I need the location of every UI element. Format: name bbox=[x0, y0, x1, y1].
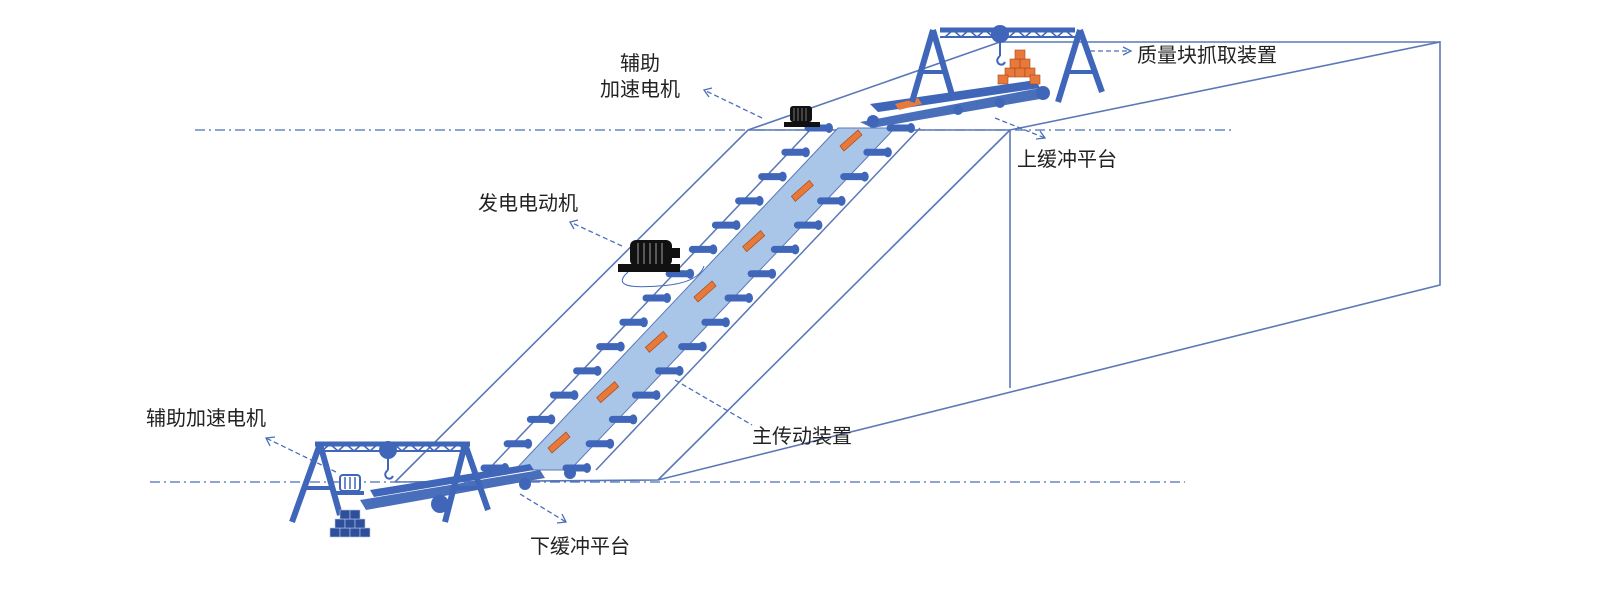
upper-buffer-platform-label: 上缓冲平台 bbox=[1017, 147, 1117, 171]
motor-icon bbox=[784, 106, 820, 127]
motor-icon bbox=[336, 474, 364, 495]
motor-cable bbox=[621, 265, 705, 288]
aux-motor-top-label-line1: 辅助 bbox=[620, 51, 660, 75]
lower-buffer-platform-label: 下缓冲平台 bbox=[530, 534, 630, 558]
roller-icon bbox=[503, 438, 533, 449]
aux-motor-top-label-line2: 加速电机 bbox=[600, 77, 680, 101]
roller-icon bbox=[655, 365, 684, 376]
roller-icon bbox=[711, 220, 741, 231]
roller-icon bbox=[804, 123, 833, 133]
mass-grab-device-label: 质量块抓取装置 bbox=[1137, 43, 1277, 67]
mass-block-set bbox=[547, 129, 863, 454]
mass-block-icon bbox=[790, 179, 814, 202]
roller-icon bbox=[735, 195, 764, 206]
roller-icon bbox=[701, 317, 730, 328]
roller-icon bbox=[758, 171, 787, 182]
roller-icon bbox=[886, 123, 915, 133]
roller-icon bbox=[665, 268, 695, 279]
roller-icon bbox=[688, 244, 718, 255]
aux-motor-bottom-label: 辅助加速电机 bbox=[146, 406, 266, 430]
mass-block-icon bbox=[839, 129, 863, 152]
roller-icon bbox=[840, 171, 869, 182]
roller-icon bbox=[770, 244, 800, 255]
roller-icon bbox=[678, 341, 707, 352]
roller-icon bbox=[642, 293, 671, 303]
roller-icon bbox=[596, 341, 625, 352]
roller-icon bbox=[585, 438, 615, 449]
generator-motor-label: 发电电动机 bbox=[478, 191, 578, 215]
conveyor-belt bbox=[513, 127, 897, 471]
roller-icon bbox=[608, 414, 638, 425]
roller-icon bbox=[817, 195, 846, 206]
roller-icon bbox=[631, 390, 661, 401]
roller-icon bbox=[863, 147, 892, 158]
roller-icon bbox=[793, 220, 823, 231]
mass-stack-bottom bbox=[329, 509, 371, 538]
mass-block-icon bbox=[596, 381, 620, 404]
leader-lines bbox=[265, 50, 1130, 523]
roller-icon bbox=[549, 390, 579, 401]
mass-block-icon bbox=[693, 280, 717, 303]
right-rail bbox=[595, 127, 921, 471]
roller-icon bbox=[747, 268, 777, 279]
mass-block-icon bbox=[644, 330, 668, 353]
mass-block-icon bbox=[742, 230, 766, 253]
roller-icon bbox=[619, 317, 648, 328]
mass-stack-top bbox=[997, 49, 1041, 85]
gantry-crane-icon bbox=[289, 441, 491, 524]
upper-buffer-platform bbox=[860, 80, 1050, 128]
roller-icon bbox=[724, 293, 753, 303]
motor-icon bbox=[618, 240, 680, 272]
main-drive-device-label: 主传动装置 bbox=[752, 424, 852, 448]
mass-block-icon bbox=[547, 431, 571, 454]
roller-icon bbox=[573, 365, 602, 376]
aux-motor-top-label: 辅助 加速电机 bbox=[588, 50, 692, 102]
gantry-crane-icon bbox=[909, 25, 1105, 103]
roller-icon bbox=[526, 414, 556, 425]
leader-arrowheads bbox=[265, 46, 1133, 524]
roller-icon bbox=[781, 147, 810, 158]
